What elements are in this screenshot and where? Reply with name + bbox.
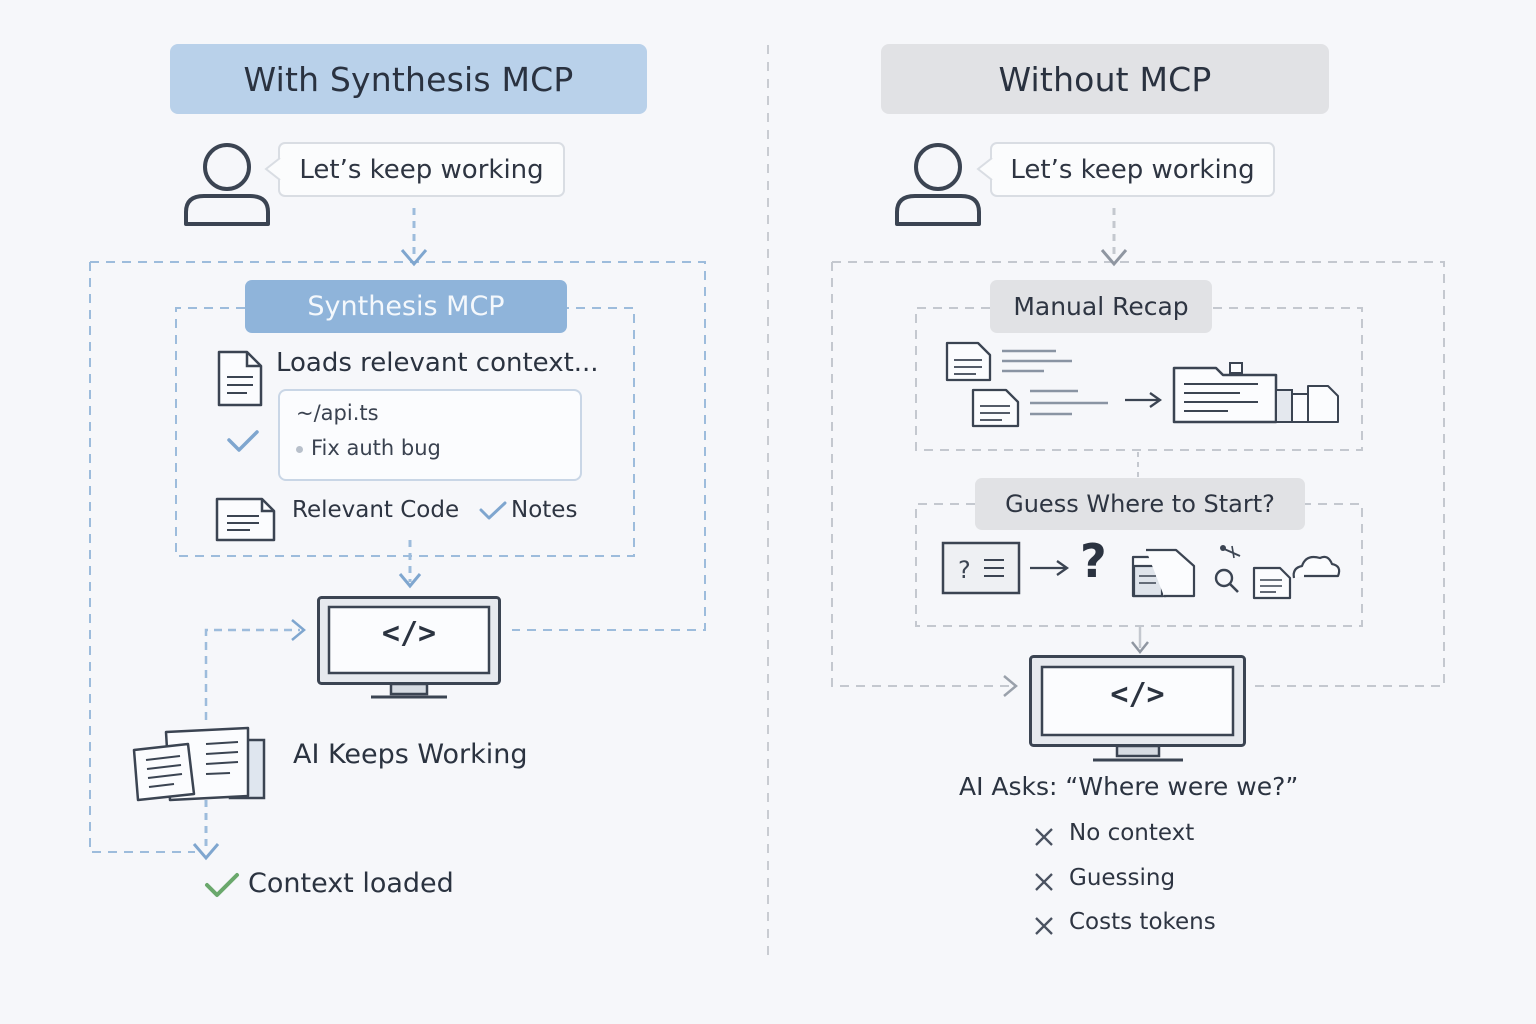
right-user-bubble: Let’s keep working [990, 142, 1275, 197]
bullet-icon [296, 445, 303, 453]
left-outer-frame [89, 261, 706, 853]
context-file: ~/api.ts [296, 401, 379, 425]
cloud-icon [1292, 555, 1341, 579]
notes-label: Notes [511, 497, 578, 523]
right-arrowhead-2 [1131, 641, 1149, 655]
manual-recap-label: Manual Recap [990, 280, 1212, 333]
manual-recap-frame [915, 307, 1363, 451]
document-icon [1252, 566, 1292, 600]
code-file-icon [215, 497, 276, 542]
manual-recap-illustration [945, 341, 1339, 428]
context-note: Fix auth bug [296, 436, 441, 460]
user-icon [184, 143, 270, 226]
list-item: No context [1033, 820, 1333, 852]
document-icon [945, 341, 992, 382]
right-loop-arrowhead [1003, 675, 1018, 697]
synthesis-mcp-label: Synthesis MCP [245, 280, 567, 333]
document-icon [971, 388, 1020, 428]
x-mark-icon [1035, 917, 1053, 935]
left-header: With Synthesis MCP [170, 44, 647, 114]
x-mark-icon [1035, 828, 1053, 846]
left-loop-arrow [204, 628, 300, 720]
documents-stack-icon [132, 726, 266, 802]
ai-keeps-working-text: AI Keeps Working [293, 739, 528, 770]
x-mark-icon [1035, 873, 1053, 891]
user-icon [895, 143, 981, 226]
context-loaded-text: Context loaded [248, 868, 454, 899]
monitor-icon: </> [1029, 655, 1246, 763]
left-arrowhead-3 [192, 843, 220, 861]
loads-context-text: Loads relevant context... [276, 348, 599, 378]
bubble-tail [264, 157, 281, 181]
guess-illustration: ? [941, 541, 1341, 600]
guess-start-label: Guess Where to Start? [975, 478, 1305, 530]
right-arrowhead-1 [1100, 249, 1128, 267]
ai-asks-text: AI Asks: “Where were we?” [959, 772, 1299, 801]
checkmark-icon [205, 873, 239, 897]
problem-text: Costs tokens [1069, 909, 1216, 935]
code-symbol: </> [381, 616, 437, 651]
context-note-text: Fix auth bug [311, 436, 441, 460]
question-list-icon: ? [941, 541, 1021, 595]
right-header: Without MCP [881, 44, 1329, 114]
list-item: Costs tokens [1033, 909, 1333, 941]
pin-icon [1220, 545, 1241, 559]
list-item: Guessing [1033, 865, 1333, 897]
left-loop-arrowhead [291, 619, 306, 641]
question-mark: ? [1080, 534, 1107, 588]
checkmark-icon [479, 501, 507, 520]
context-box: ~/api.ts Fix auth bug [278, 389, 582, 481]
folder-icon [1172, 362, 1278, 424]
magnifier-icon [1214, 568, 1239, 593]
problem-text: Guessing [1069, 865, 1176, 891]
right-outer-frame [831, 261, 1445, 687]
documents-icon [1131, 548, 1196, 598]
left-arrowhead-2 [398, 573, 422, 589]
monitor-icon: </> [317, 596, 501, 700]
small-documents-icon [1275, 385, 1339, 423]
code-symbol: </> [1110, 677, 1165, 712]
bubble-tail [976, 157, 993, 181]
svg-text:?: ? [958, 556, 971, 584]
left-inner-frame [175, 307, 635, 557]
left-arrowhead-1 [400, 249, 428, 267]
problem-text: No context [1069, 820, 1195, 846]
checkmark-icon [227, 430, 259, 452]
left-user-bubble: Let’s keep working [278, 142, 565, 197]
relevant-code-label: Relevant Code [292, 497, 460, 523]
document-icon [217, 350, 263, 407]
